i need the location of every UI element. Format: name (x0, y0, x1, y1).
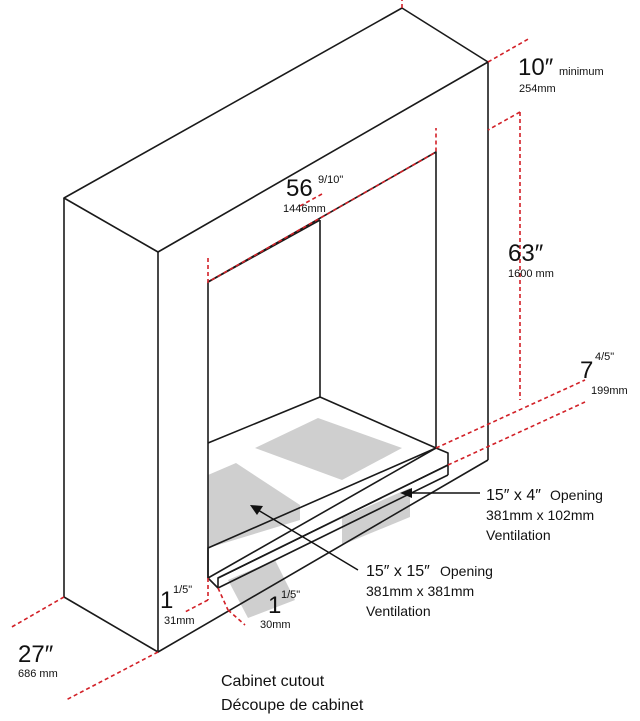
front-offset-whole: 1 (160, 587, 173, 614)
cabinet-depth-metric: 686 mm (18, 668, 58, 680)
large-opening-word: Opening (440, 563, 493, 579)
caption-english: Cabinet cutout (221, 673, 325, 690)
leader-arrows (250, 488, 480, 571)
front-offset-metric: 31mm (164, 615, 195, 627)
small-opening-size: 15″ x 4″ (486, 487, 541, 504)
top-clearance-qualifier: minimum (559, 66, 604, 78)
small-opening-word: Opening (550, 487, 603, 503)
small-opening-metric: 381mm x 102mm (486, 507, 594, 523)
top-clearance-metric: 254mm (519, 83, 556, 95)
small-opening-purpose: Ventilation (486, 527, 551, 543)
side-depth-metric: 199mm (591, 385, 628, 397)
back-vent-opening (255, 418, 402, 480)
height-metric: 1600 mm (508, 268, 554, 280)
height-value: 63″ (508, 240, 544, 267)
shelf-offset-whole: 1 (268, 592, 281, 619)
front-offset-fraction: 1/5" (173, 584, 192, 596)
large-opening-purpose: Ventilation (366, 603, 431, 619)
width-metric: 1446mm (283, 203, 326, 215)
large-opening-metric: 381mm x 381mm (366, 583, 474, 599)
caption-french: Découpe de cabinet (221, 697, 364, 714)
cabinet-depth-value: 27″ (18, 641, 54, 668)
cabinet-outline (63, 7, 489, 653)
side-depth-fraction: 4/5" (595, 351, 614, 363)
shelf-offset-fraction: 1/5" (281, 589, 300, 601)
top-clearance-value: 10″ (518, 54, 554, 81)
large-opening-size: 15″ x 15″ (366, 563, 430, 580)
width-fraction: 9/10" (318, 174, 343, 186)
dimension-lines (9, 0, 586, 701)
shelf-offset-metric: 30mm (260, 619, 291, 631)
width-whole: 56 (286, 175, 313, 202)
side-depth-whole: 7 (580, 357, 593, 384)
